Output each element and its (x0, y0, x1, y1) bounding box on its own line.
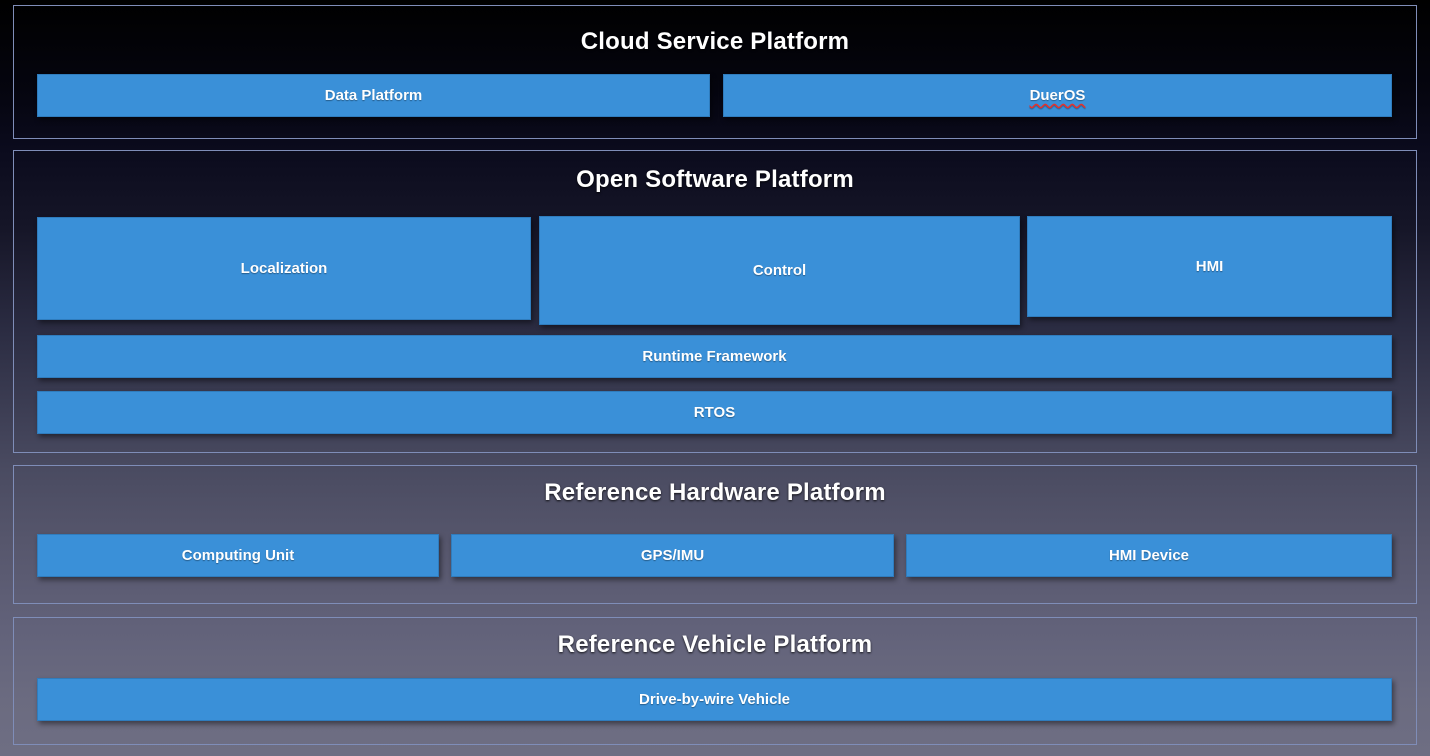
block-label-localization: Localization (240, 260, 328, 277)
layer-title-open-software-platform: Open Software Platform (576, 166, 854, 193)
block-label-gps-imu: GPS/IMU (640, 547, 705, 564)
block-label-control: Control (752, 262, 807, 279)
block-label-computing-unit: Computing Unit (181, 547, 295, 564)
block-label-dueros: DuerOS (1029, 87, 1086, 104)
layer-title-reference-hardware-platform: Reference Hardware Platform (544, 479, 886, 506)
block-label-rtos: RTOS (693, 404, 736, 421)
layer-title-cloud-service-platform: Cloud Service Platform (580, 28, 850, 55)
block-label-data-platform: Data Platform (324, 87, 423, 104)
layer-panel-open-software-platform: Open Software Platform Localization Cont… (13, 150, 1417, 453)
block-computing-unit[interactable]: Computing Unit (37, 534, 439, 577)
block-dueros[interactable]: DuerOS (723, 74, 1392, 117)
block-hmi[interactable]: HMI (1027, 216, 1392, 317)
block-drive-by-wire-vehicle[interactable]: Drive-by-wire Vehicle (37, 678, 1392, 721)
block-label-drive-by-wire-vehicle: Drive-by-wire Vehicle (639, 691, 790, 708)
layer-title-reference-vehicle-platform: Reference Vehicle Platform (557, 631, 873, 658)
block-label-hmi-device: HMI Device (1108, 547, 1190, 564)
layer-panel-reference-hardware-platform: Reference Hardware Platform Computing Un… (13, 465, 1417, 604)
block-hmi-device[interactable]: HMI Device (906, 534, 1392, 577)
block-label-hmi: HMI (1195, 258, 1224, 275)
layer-panel-cloud-service-platform: Cloud Service Platform Data Platform Due… (13, 5, 1417, 139)
layer-panel-reference-vehicle-platform: Reference Vehicle Platform Drive-by-wire… (13, 617, 1417, 745)
block-control[interactable]: Control (539, 216, 1020, 325)
block-label-runtime-framework: Runtime Framework (642, 348, 787, 365)
block-localization[interactable]: Localization (37, 217, 531, 320)
block-gps-imu[interactable]: GPS/IMU (451, 534, 894, 577)
block-data-platform[interactable]: Data Platform (37, 74, 710, 117)
block-rtos[interactable]: RTOS (37, 391, 1392, 434)
block-runtime-framework[interactable]: Runtime Framework (37, 335, 1392, 378)
